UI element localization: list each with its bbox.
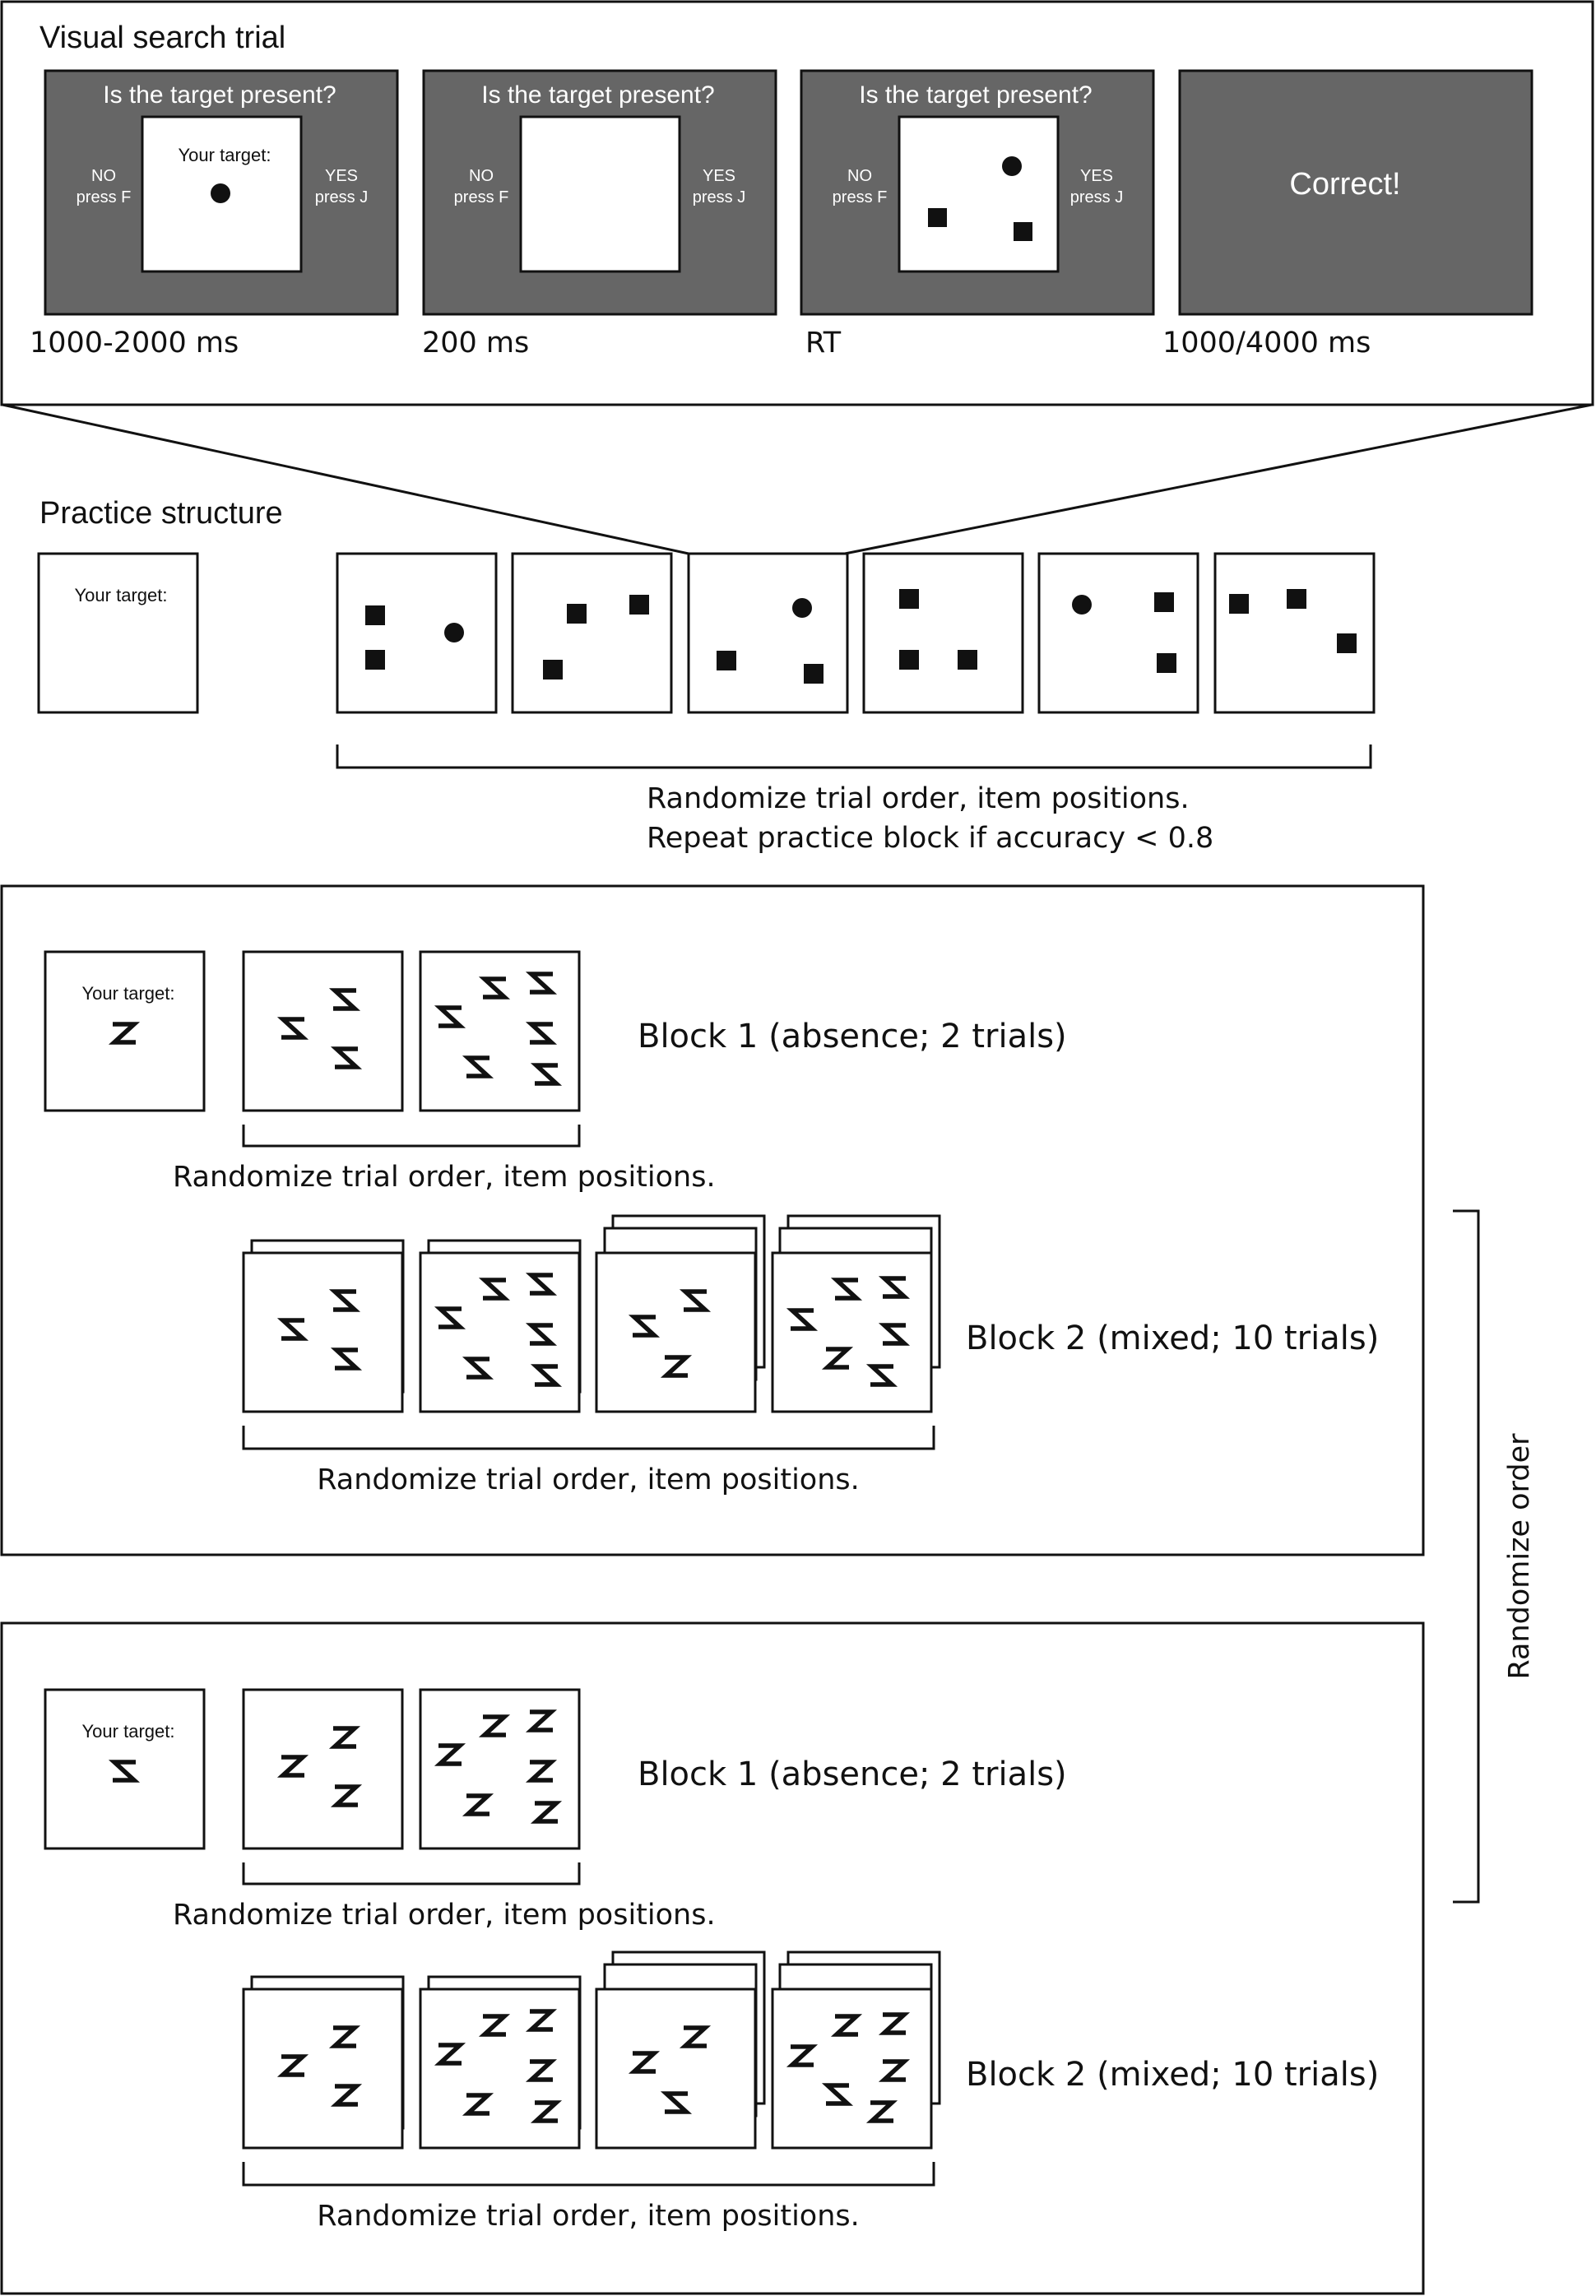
block2-trial	[771, 1950, 941, 2150]
condition-a-target-card	[44, 950, 206, 1112]
yes-label: YES	[1080, 167, 1113, 185]
yes-label: YES	[703, 167, 735, 185]
block1-trial	[242, 1688, 404, 1850]
no-label: NO	[847, 167, 872, 185]
search-square	[1014, 222, 1032, 241]
search-dot	[1002, 156, 1022, 176]
yes-key-label: press J	[693, 188, 745, 206]
block2-label: Block 2 (mixed; 10 trials)	[966, 1320, 1379, 1357]
block2-label: Block 2 (mixed; 10 trials)	[966, 2056, 1379, 2094]
prompt-text: Is the target present?	[481, 81, 715, 109]
block1-label: Block 1 (absence; 2 trials)	[638, 1756, 1067, 1793]
timing-label: 1000/4000 ms	[1162, 327, 1371, 359]
zoom-connector	[2, 403, 689, 555]
prompt-text: Is the target present?	[859, 81, 1093, 109]
trial-screen-search: Is the target present? NO press F YES pr…	[800, 69, 1155, 316]
practice-note: Randomize trial order, item positions.	[647, 782, 1190, 815]
block2-bracket	[242, 2162, 935, 2187]
practice-trial	[1037, 552, 1199, 714]
randomize-order-label: Randomize order	[1503, 1433, 1536, 1680]
yes-key-label: press J	[315, 188, 368, 206]
condition-a-section: Your target: Randomize trial order, item…	[0, 884, 1425, 1556]
your-target-text: Your target:	[75, 585, 168, 605]
block1-note: Randomize trial order, item positions.	[173, 1899, 716, 1932]
practice-target-card	[37, 552, 199, 714]
practice-section: Practice structure Your target:	[37, 496, 1376, 855]
practice-trial	[687, 552, 849, 714]
randomize-order-bracket: Randomize order	[1453, 1209, 1536, 1904]
block2-trial	[419, 1239, 582, 1413]
practice-trial	[862, 552, 1024, 714]
block2-bracket	[242, 1426, 935, 1450]
block1-note: Randomize trial order, item positions.	[173, 1161, 716, 1194]
practice-trial	[1213, 552, 1376, 714]
block2-trial	[419, 1975, 582, 2150]
block1-trial	[242, 950, 404, 1112]
no-key-label: press F	[77, 188, 132, 206]
visual-search-title: Visual search trial	[39, 21, 285, 55]
trial-screen-target-cue: Is the target present? Your target: NO p…	[44, 69, 399, 316]
no-key-label: press F	[833, 188, 888, 206]
your-target-text: Your target:	[82, 1721, 175, 1742]
yes-key-label: press J	[1070, 188, 1123, 206]
no-label: NO	[469, 167, 494, 185]
block2-note: Randomize trial order, item positions.	[317, 1463, 860, 1496]
your-target-text: Your target:	[82, 983, 175, 1004]
block2-trial	[595, 1214, 766, 1413]
zoom-connector	[844, 403, 1593, 555]
block1-trial	[419, 1688, 581, 1850]
visual-search-section: Visual search trial Is the target presen…	[0, 0, 1594, 406]
feedback-text: Correct!	[1289, 167, 1400, 202]
trial-screen-feedback: Correct!	[1178, 69, 1533, 316]
yes-label: YES	[325, 167, 358, 185]
block1-bracket	[242, 1862, 581, 1886]
search-square	[928, 208, 947, 227]
timing-label: 200 ms	[422, 327, 529, 359]
block2-note: Randomize trial order, item positions.	[317, 2200, 860, 2233]
block1-trial	[419, 950, 581, 1112]
block2-trial	[771, 1214, 941, 1413]
block1-label: Block 1 (absence; 2 trials)	[638, 1018, 1067, 1055]
prompt-text: Is the target present?	[103, 81, 336, 109]
condition-b-section: Your target: Randomize trial order, item…	[0, 1621, 1425, 2295]
trial-screen-blank: Is the target present? NO press F YES pr…	[422, 69, 777, 316]
your-target-text: Your target:	[179, 145, 271, 165]
no-key-label: press F	[454, 188, 509, 206]
timing-label: 1000-2000 ms	[30, 327, 239, 359]
block2-trial	[595, 1950, 766, 2150]
block1-bracket	[242, 1125, 581, 1148]
practice-note: Repeat practice block if accuracy < 0.8	[647, 822, 1213, 855]
block2-trial	[242, 1975, 405, 2150]
timing-label: RT	[805, 327, 842, 359]
no-label: NO	[91, 167, 116, 185]
practice-bracket	[336, 744, 1372, 769]
block2-trial	[242, 1239, 405, 1413]
practice-title: Practice structure	[39, 496, 283, 531]
target-dot	[211, 183, 230, 203]
practice-trial	[511, 552, 673, 714]
practice-trial	[336, 552, 498, 714]
